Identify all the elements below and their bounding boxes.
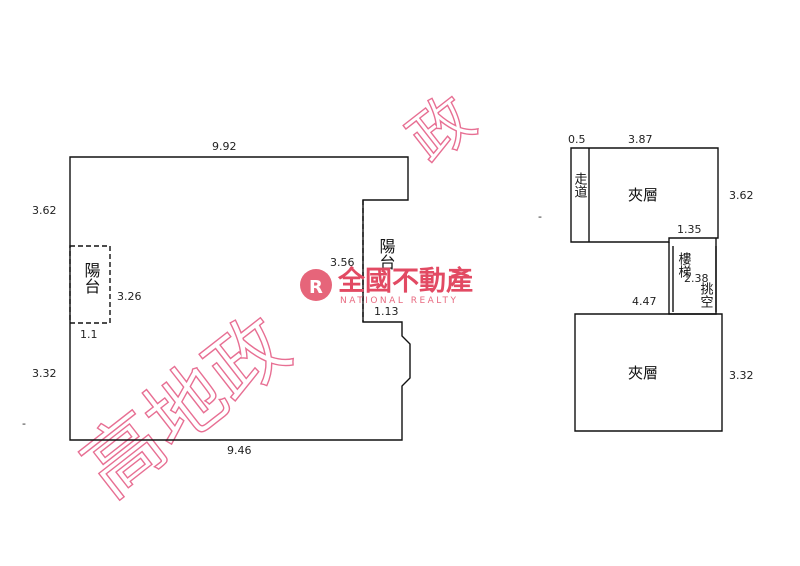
- watermark-stamp-text: 高地政: [66, 300, 306, 515]
- right-balcony-label: 陽台: [377, 238, 396, 270]
- right-marker: -: [538, 210, 542, 223]
- stair-opening-label: 挑空: [698, 282, 714, 308]
- mezzanine-lower-label: 夾層: [628, 364, 658, 382]
- logo-subtext: NATIONAL REALTY: [340, 296, 459, 306]
- logo-icon-letter: R: [309, 277, 323, 298]
- logo-text: 全國不動產: [337, 265, 473, 297]
- left-top-width: 9.92: [212, 140, 237, 153]
- right-small-width: 0.5: [568, 133, 586, 146]
- logo-watermark: R 全國不動產 NATIONAL REALTY: [300, 265, 473, 306]
- lower-mezzanine-outline: [574, 313, 723, 432]
- left-balcony-label: 陽台: [82, 262, 101, 294]
- right-top-width: 3.87: [628, 133, 653, 146]
- left-bottom-width: 9.46: [227, 444, 252, 457]
- left-depth-upper: 3.62: [32, 204, 57, 217]
- left-balcony-outline: [69, 245, 111, 324]
- left-balcony-width: 1.1: [80, 328, 98, 341]
- right-balcony-depth: 3.56: [330, 256, 355, 269]
- corridor-label: 走道: [572, 172, 588, 198]
- stair-depth: 2.38: [684, 272, 709, 285]
- left-balcony-depth: 3.26: [117, 290, 142, 303]
- stair-width: 1.35: [677, 223, 702, 236]
- right-upper-depth: 3.62: [729, 189, 754, 202]
- stair-inner: [672, 246, 717, 312]
- lower-width: 4.47: [632, 295, 657, 308]
- upper-mezzanine-outline: [570, 147, 719, 243]
- left-plan-outline: [69, 156, 411, 441]
- left-floor-plan: [69, 156, 411, 441]
- right-balcony-width: 1.13: [374, 305, 399, 318]
- stairs-label: 樓梯: [676, 252, 692, 278]
- left-depth-lower: 3.32: [32, 367, 57, 380]
- left-marker: -: [22, 417, 26, 430]
- mezzanine-upper-label: 夾層: [628, 186, 658, 204]
- right-floor-plan: [570, 147, 723, 432]
- right-lower-depth: 3.32: [729, 369, 754, 382]
- logo-icon: [300, 269, 332, 301]
